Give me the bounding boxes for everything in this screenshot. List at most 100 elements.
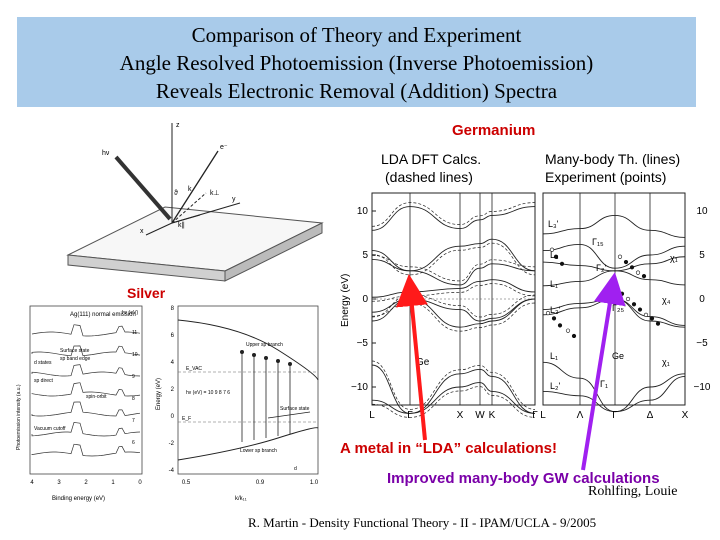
silver-hv-value-0: 11 xyxy=(132,330,137,336)
silver-spectrum-0 xyxy=(31,324,141,337)
ge-left-ytick-1: 5 xyxy=(362,250,368,261)
silver-right-xtick-0: 0.5 xyxy=(182,480,191,486)
silver-surface-state-curve xyxy=(267,411,311,419)
ge-right-klabel-0: L xyxy=(540,410,546,421)
ge-right-level-label-7: χ₁ xyxy=(670,253,678,263)
silver-hv-value-5: 6 xyxy=(132,440,135,446)
ge-right-level-label-6: L₃' xyxy=(550,305,561,315)
ge-right-level-label-11: χ₁ xyxy=(662,357,670,367)
photoemission-geometry-figure: z hν e⁻ ϑ k k⊥ y x k∥ xyxy=(66,122,324,282)
ge-right-level-label-3: Γ₂' xyxy=(596,263,606,273)
geometry-label-kpar: k∥ xyxy=(178,221,185,229)
ge-left-band-dashed-2 xyxy=(371,360,536,410)
geometry-electron-path xyxy=(171,150,219,224)
geometry-k-parallel xyxy=(171,214,201,224)
footer: R. Martin - Density Functional Theory - … xyxy=(248,515,597,530)
silver-hv-header: hν (eV) xyxy=(122,310,138,316)
geometry-label-theta: ϑ xyxy=(174,190,178,197)
ge-exp-point-14 xyxy=(655,321,661,326)
geometry-label-y: y xyxy=(232,196,236,203)
silver-transition-dot-0 xyxy=(240,350,244,354)
ge-left-klabel-0: L xyxy=(369,410,375,421)
ge-exp-point-5 xyxy=(629,265,635,270)
silver-hv-value-1: 10 xyxy=(132,352,138,358)
ge-y-label: Energy (eV) xyxy=(340,274,351,327)
silver-label-spin-orbit: spin-orbit xyxy=(86,394,107,400)
ge-left-ytick-3: −5 xyxy=(357,338,369,349)
silver-left-xtick-3: 1 xyxy=(111,480,115,486)
silver-upper-sp-branch xyxy=(177,319,319,381)
silver-hv-value-4: 7 xyxy=(132,418,135,424)
geometry-label-hv: hν xyxy=(102,150,110,157)
silver-label-lower-sp: Lower sp branch xyxy=(240,448,277,454)
ge-exp-point-15 xyxy=(545,310,551,316)
ge-exp-point-7 xyxy=(641,274,647,279)
silver-left-xtick-1: 3 xyxy=(57,480,61,486)
silver-right-ytick-5: -2 xyxy=(169,441,175,447)
silver-panel-title: Ag(111) normal emission xyxy=(70,312,136,318)
silver-left-panel-frame xyxy=(29,305,143,475)
metal-arrow xyxy=(396,274,428,441)
ge-right-level-label-9: L₁ xyxy=(550,351,558,361)
gw-authors: Rohlfing, Louie xyxy=(588,484,678,499)
ge-right-level-label-5: Γ₂₅' xyxy=(612,303,626,313)
ge-right-klabel-3: Δ xyxy=(647,410,654,421)
silver-left-xlabel: Binding energy (eV) xyxy=(52,496,105,502)
ge-right-klabel-2: Γ xyxy=(612,410,618,421)
silver-transition-dot-4 xyxy=(288,362,292,366)
lda-label-line-2: (dashed lines) xyxy=(385,169,473,185)
ge-left-band-5 xyxy=(371,238,536,272)
silver-right-ytick-0: 8 xyxy=(171,306,175,312)
silver-left-xtick-0: 4 xyxy=(30,480,34,486)
silver-spectrum-4 xyxy=(31,401,141,417)
ge-exp-point-3 xyxy=(617,254,623,259)
ge-right-panel-frame xyxy=(542,192,686,406)
ge-right-level-label-8: χ₄ xyxy=(662,295,671,305)
silver-right-xtick-1: 0.9 xyxy=(256,480,265,486)
silver-right-ytick-4: 0 xyxy=(171,414,175,420)
ge-right-ytick-0: 10 xyxy=(696,206,708,217)
silver-label-sp-direct: sp direct xyxy=(34,378,54,384)
ge-right-ytick-3: −5 xyxy=(696,338,708,349)
ge-exp-point-18 xyxy=(565,328,571,333)
silver-spectrum-1 xyxy=(31,345,141,357)
ge-exp-point-17 xyxy=(557,323,563,328)
ge-right-band-6 xyxy=(542,214,686,238)
geometry-sample-side xyxy=(224,222,323,282)
manybody-label-line-2: Experiment (points) xyxy=(545,169,667,185)
silver-left-ylabel: Photoemission intensity (a.u.) xyxy=(16,384,22,450)
ge-right-ytick-2: 0 xyxy=(699,294,705,305)
ge-right-level-label-0: L₃' xyxy=(548,219,559,229)
silver-transitions-group xyxy=(240,350,292,442)
ge-exp-point-12 xyxy=(643,312,649,317)
ge-exp-point-0 xyxy=(549,247,555,252)
manybody-label-line-1: Many-body Th. (lines) xyxy=(545,151,681,167)
title-line-2: Angle Resolved Photoemission (Inverse Ph… xyxy=(119,51,594,75)
ge-right-level-label-1: Γ₁₅ xyxy=(592,237,604,247)
silver-label-hv-series: hν (eV) = 10 9 8 7 6 xyxy=(186,390,230,396)
title-line-3: Reveals Electronic Removal (Addition) Sp… xyxy=(155,79,558,103)
ge-right-level-label-4: L₁ xyxy=(550,279,558,289)
ge-exp-point-1 xyxy=(553,254,559,259)
silver-photoemission-figure: Ag(111) normal emission hν (eV) 11109876… xyxy=(16,305,319,502)
silver-label-vacuum-cutoff: Vacuum cutoff xyxy=(34,426,66,432)
silver-label-surface-state: Surface state xyxy=(60,348,90,354)
silver-right-xlabel: k/k₁₁ xyxy=(235,496,247,502)
germanium-label: Germanium xyxy=(452,122,536,139)
ge-left-klabel-1: Γ xyxy=(407,410,413,421)
silver-transition-dot-2 xyxy=(264,356,268,360)
ge-exp-point-11 xyxy=(637,307,643,312)
title-box: Comparison of Theory and Experiment Angl… xyxy=(17,17,696,107)
silver-transition-dot-1 xyxy=(252,353,256,357)
ge-left-klabel-4: K xyxy=(489,410,496,421)
silver-label-d-states: d states xyxy=(34,360,52,366)
silver-right-ylabel: Energy (eV) xyxy=(156,378,162,410)
silver-spectrum-3 xyxy=(31,382,141,397)
ge-right-band-5 xyxy=(542,256,686,272)
silver-right-ytick-6: -4 xyxy=(169,468,175,474)
silver-transition-dot-3 xyxy=(276,359,280,363)
ge-left-ytick-2: 0 xyxy=(362,294,368,305)
ge-left-band-dashed-4 xyxy=(371,255,536,282)
